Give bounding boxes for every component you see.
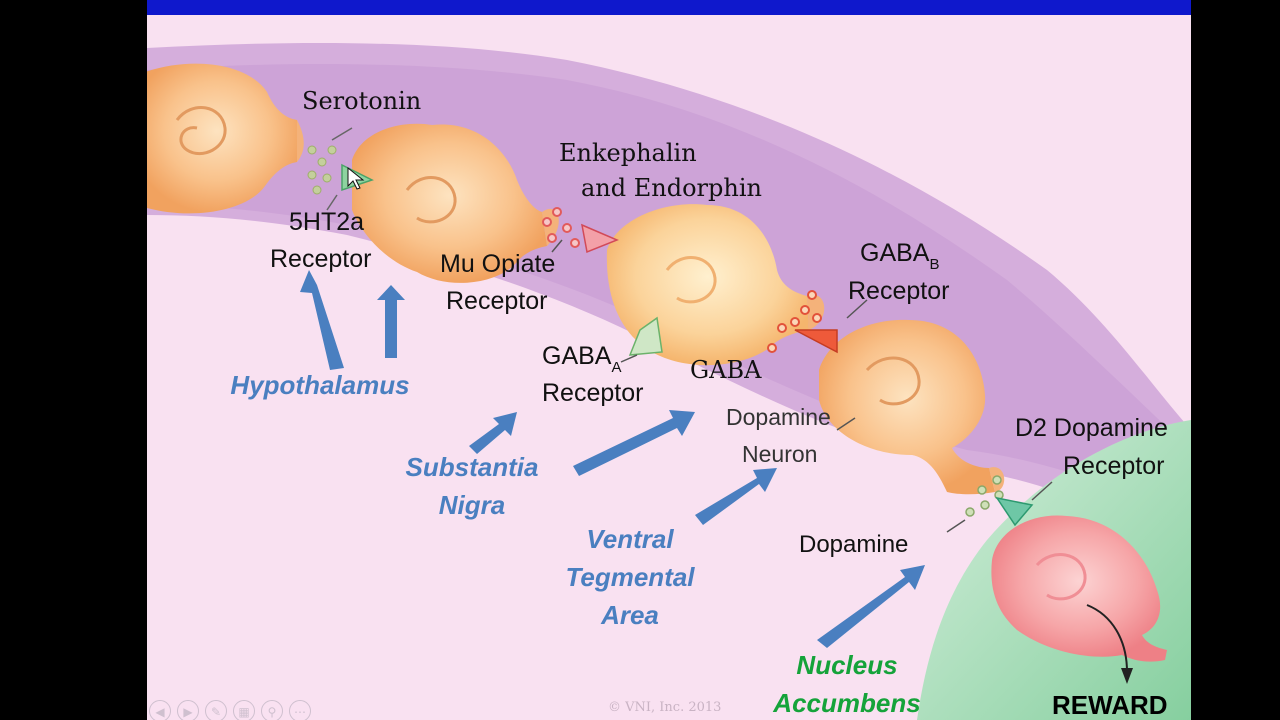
serotonin-label: Serotonin	[302, 87, 422, 115]
substantia-arrows	[469, 410, 695, 476]
nucleus-arrow	[817, 565, 925, 648]
gaba-b-receptor-label-line2: Receptor	[848, 277, 950, 305]
cursor-arrow-icon	[347, 166, 365, 190]
substantia-line2: Nigra	[438, 490, 506, 520]
mu-opiate-label-line2: Receptor	[446, 287, 548, 315]
gaba-a-receptor-shape	[628, 316, 663, 356]
dopamine-label: Dopamine	[799, 531, 909, 558]
reward-neuron	[991, 515, 1167, 662]
dopamine-neuron-label-line2: Neuron	[742, 441, 818, 467]
pen-icon[interactable]: ✎	[205, 700, 227, 720]
reward-label: REWARD	[1052, 690, 1168, 720]
gaba-a-main-text: GABA	[542, 342, 612, 370]
d2-receptor-label-line2: Receptor	[1063, 452, 1165, 480]
nucleus-line2: Accumbens	[773, 688, 921, 718]
hypothalamus-arrows	[300, 270, 405, 370]
substantia-nigra-label: Substantia Nigra	[372, 448, 572, 524]
enkephalin-label-line2: and Endorphin	[581, 174, 762, 202]
neuron-1	[147, 63, 304, 214]
gaba-b-receptor-shape	[794, 329, 838, 354]
prev-icon[interactable]: ◀	[149, 700, 171, 720]
gaba-b-main-text: GABA	[860, 239, 930, 267]
copyright-text: © VNI, Inc. 2013	[608, 700, 722, 715]
enkephalin-label-line1: Enkephalin	[559, 139, 697, 167]
enkephalin-vesicles	[542, 207, 580, 248]
gaba-a-subscript: A	[611, 359, 622, 376]
gaba-a-receptor-label-line2: Receptor	[542, 379, 644, 407]
gaba-vesicles	[767, 290, 822, 353]
vta-line3: Area	[601, 600, 659, 630]
zoom-icon[interactable]: ⚲	[261, 700, 283, 720]
vta-arrow	[695, 468, 777, 525]
top-bar	[147, 0, 1191, 15]
mu-opiate-label-line1: Mu Opiate	[440, 250, 556, 278]
reward-arrow	[1086, 604, 1128, 673]
ventral-tegmental-area-label: Ventral Tegmental Area	[540, 520, 720, 634]
slides-icon[interactable]: ▦	[233, 700, 255, 720]
d2-receptor-label-line1: D2 Dopamine	[1015, 414, 1168, 442]
next-icon[interactable]: ▶	[177, 700, 199, 720]
5ht2a-receptor-label-line1: 5HT2a	[289, 208, 365, 236]
gaba-b-receptor-label-line1: GABAB	[860, 239, 940, 273]
dopamine-neuron-label-line1: Dopamine	[726, 404, 831, 430]
nucleus-accumbens-label: Nucleus Accumbens	[747, 646, 947, 720]
d2-receptor-shape	[995, 496, 1034, 527]
serotonin-vesicles	[307, 145, 337, 195]
nucleus-line1: Nucleus	[796, 650, 898, 680]
gaba-b-subscript: B	[929, 256, 940, 273]
gaba-label: GABA	[690, 356, 762, 384]
5ht2a-receptor-label-line2: Receptor	[270, 245, 372, 273]
gaba-a-receptor-label-line1: GABAA	[542, 342, 622, 376]
slide: Serotonin 5HT2a Receptor Enkephalin and …	[147, 0, 1191, 720]
slide-controls: ◀ ▶ ✎ ▦ ⚲ ⋯	[149, 700, 311, 720]
substantia-line1: Substantia	[405, 452, 539, 482]
more-icon[interactable]: ⋯	[289, 700, 311, 720]
mu-opiate-receptor-shape	[581, 223, 619, 254]
vta-line2: Tegmental	[565, 562, 695, 592]
vta-line1: Ventral	[586, 524, 674, 554]
hypothalamus-label: Hypothalamus	[230, 370, 410, 400]
neural-pathway-diagram	[147, 43, 1191, 720]
